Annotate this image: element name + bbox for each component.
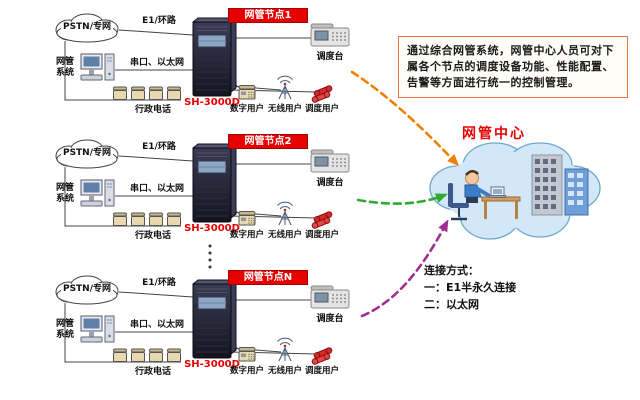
- dispatch-user-label: 调度用户: [304, 366, 339, 376]
- connection-heading: 连接方式：: [424, 264, 479, 277]
- digital-user-label: 数字用户: [229, 104, 264, 114]
- dispatch-user-label: 调度用户: [304, 104, 339, 114]
- digital-user-label: 数字用户: [229, 366, 264, 376]
- center-title: 网管中心: [462, 126, 526, 142]
- node-title-badge: 网管节点N: [228, 270, 308, 285]
- device-model-label: SH-3000D: [184, 97, 240, 108]
- pstn-label: PSTN/专网: [62, 284, 112, 294]
- admin-phone-label: 行政电话: [134, 231, 171, 241]
- pstn-label: PSTN/专网: [62, 22, 112, 32]
- e1-link-label: E1/环路: [142, 142, 176, 152]
- e1-link-label: E1/环路: [142, 16, 176, 26]
- wireless-user-label: 无线用户: [267, 366, 302, 376]
- digital-user-label: 数字用户: [229, 230, 264, 240]
- pstn-label: PSTN/专网: [62, 148, 112, 158]
- connection-item-ethernet: 二：以太网: [424, 298, 479, 311]
- dispatch-console-label: 调度台: [316, 314, 344, 324]
- device-model-label: SH-3000D: [184, 223, 240, 234]
- operator-at-desk-icon: [448, 170, 521, 221]
- device-model-label: SH-3000D: [184, 359, 240, 370]
- nms-label: 网管系统: [55, 57, 74, 78]
- node-block-1: 网管节点1 PSTN/专网 E1/环路 网管系统 串口、以太网 SH-3000D…: [35, 8, 395, 133]
- nms-label: 网管系统: [55, 319, 74, 340]
- dispatch-console-label: 调度台: [316, 52, 344, 62]
- admin-phone-label: 行政电话: [134, 105, 171, 115]
- connection-info: 连接方式： 一：E1半永久连接 二：以太网: [424, 262, 516, 313]
- serial-ethernet-label: 串口、以太网: [129, 320, 184, 330]
- serial-ethernet-label: 串口、以太网: [129, 58, 184, 68]
- description-box: 通过综合网管系统，网管中心人员可对下属各个节点的调度设备功能、性能配置、告警等方…: [398, 36, 628, 98]
- nms-center-illustration: [429, 142, 601, 240]
- office-buildings-icon: [531, 154, 589, 216]
- nms-label: 网管系统: [55, 183, 74, 204]
- node-title-badge: 网管节点2: [228, 134, 308, 149]
- node-title-badge: 网管节点1: [228, 8, 308, 23]
- e1-link-label: E1/环路: [142, 278, 176, 288]
- serial-ethernet-label: 串口、以太网: [129, 184, 184, 194]
- admin-phone-label: 行政电话: [134, 367, 171, 377]
- node-block-n: 网管节点N PSTN/专网 E1/环路 网管系统 串口、以太网 SH-3000D…: [35, 270, 395, 395]
- wireless-user-label: 无线用户: [267, 230, 302, 240]
- node-block-2: 网管节点2 PSTN/专网 E1/环路 网管系统 串口、以太网 SH-3000D…: [35, 134, 395, 259]
- dispatch-user-label: 调度用户: [304, 230, 339, 240]
- connection-item-e1: 一：E1半永久连接: [424, 281, 517, 294]
- dispatch-console-label: 调度台: [316, 178, 344, 188]
- wireless-user-label: 无线用户: [267, 104, 302, 114]
